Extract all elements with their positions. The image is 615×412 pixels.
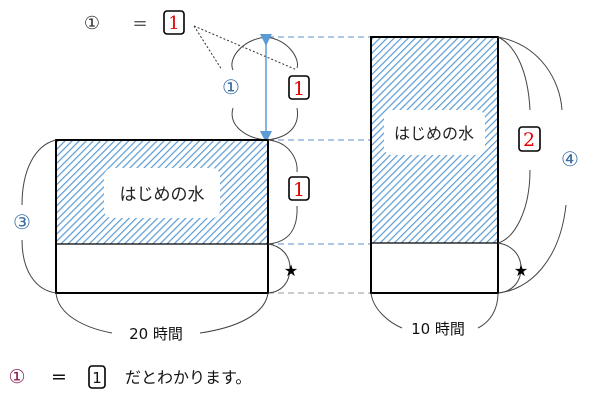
left-tank [55,139,269,294]
top-eq-equals: = [132,13,147,34]
pointer-line [193,25,223,71]
top-eq-circle-one: ① [84,13,100,34]
box-one-top [288,75,310,100]
star-left: ★ [284,261,298,280]
bracket-four [497,36,567,294]
bracket-two [497,36,531,244]
circle-four-label: ④ [561,147,579,171]
right-water-label-bg [384,110,485,155]
top-eq-box-value: 1 [168,13,179,34]
bracket-three [21,139,57,294]
right-tank [370,36,499,294]
bracket-time-left [55,292,269,334]
box-one-left [288,176,310,201]
left-water-label-bg [104,168,220,218]
conclusion-equals: = [51,366,67,388]
conclusion-circle-one: ① [8,366,25,388]
top-eq-box [163,10,185,35]
circle-three-label: ③ [13,210,31,234]
time-left-label: 20 時間 [129,325,183,343]
bracket-one-left-tank [267,139,298,245]
conclusion-box [88,365,106,389]
circle-one-label: ① [222,75,240,99]
right-water-label: はじめの水 [394,124,474,143]
bracket-star-left [267,243,291,294]
time-right-label: 10 時間 [411,320,465,338]
conclusion-box-value: 1 [92,369,102,387]
left-water-label: はじめの水 [120,185,205,205]
box-two [518,126,541,152]
box-one-top-value: 1 [293,78,305,100]
bracket-time-right [370,292,499,329]
box-one-left-value: 1 [293,179,305,201]
bracket-star-right [497,242,522,294]
box-two-value: 2 [523,129,535,151]
conclusion-text: だとわかります。 [125,368,251,387]
pointer-line [193,25,298,71]
star-right: ★ [514,261,528,280]
